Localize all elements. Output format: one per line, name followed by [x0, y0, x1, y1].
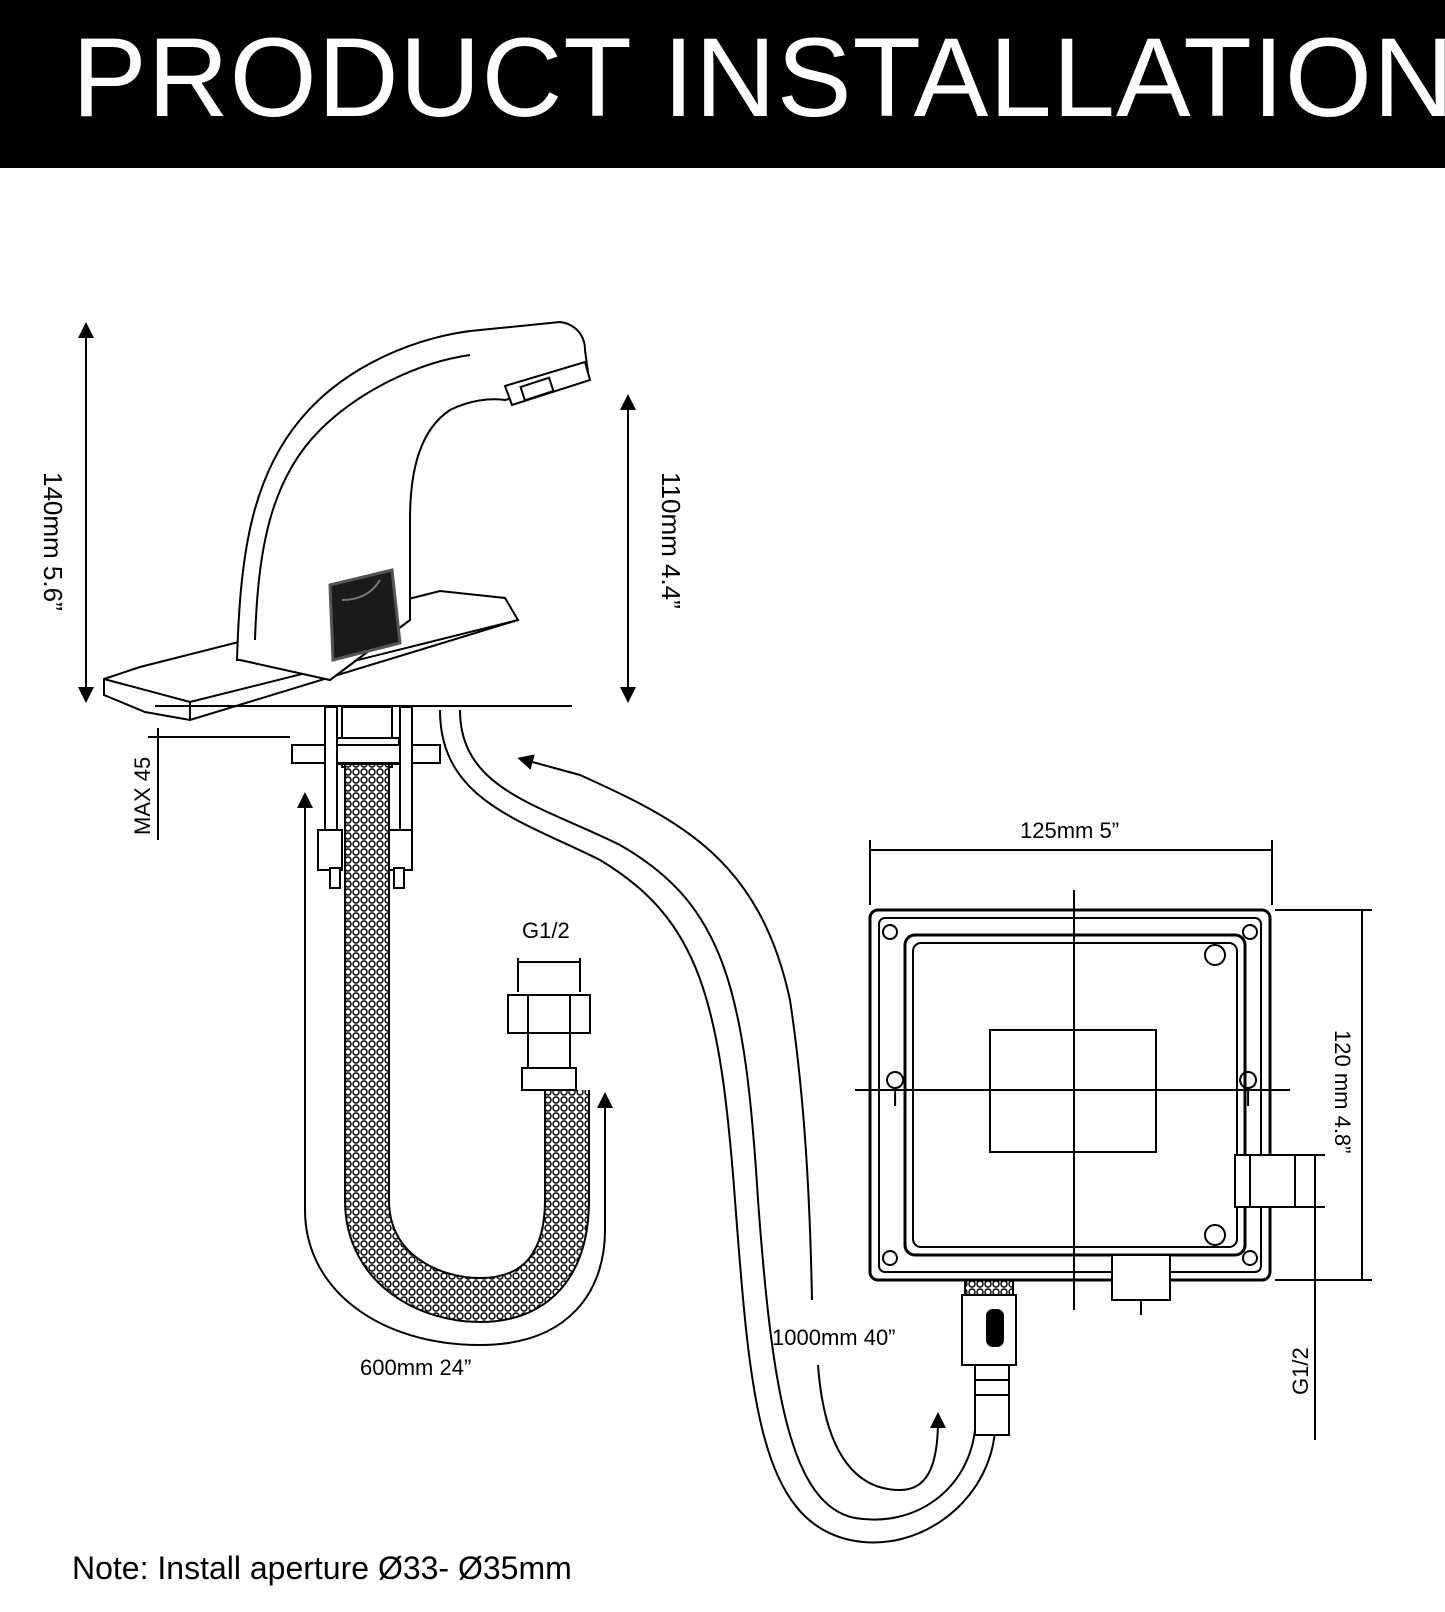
cable-connector [961, 1264, 1017, 1436]
max-deck-label: MAX 45 [130, 757, 155, 835]
sensor-cable [439, 709, 996, 1544]
box-height-dimension [1275, 909, 1372, 1281]
cable-length-label: 1000mm 40” [772, 1325, 896, 1350]
box-width-label: 125mm 5” [1020, 818, 1119, 843]
hose-length-dimension [297, 792, 613, 1347]
hose-thread-label: G1/2 [522, 918, 570, 943]
hose-fitting [507, 994, 591, 1091]
control-box [855, 890, 1296, 1315]
hose-thread-dimension [517, 958, 581, 992]
faucet-drawing [103, 320, 592, 722]
height-dimensions [78, 322, 636, 840]
braided-hose [344, 765, 590, 1324]
spout-height-label: 110mm 4.4” [656, 472, 686, 609]
box-thread-label: G1/2 [1288, 1347, 1313, 1395]
box-height-label: 120 mm 4.8” [1330, 1030, 1355, 1154]
box-width-dimension [869, 840, 1273, 905]
cable-length-dimension [517, 754, 946, 1492]
install-note: Note: Install aperture Ø33- Ø35mm [72, 1550, 572, 1586]
page-title: PRODUCT INSTALLATION [72, 15, 1445, 140]
hose-length-label: 600mm 24” [360, 1355, 471, 1380]
header-bar: PRODUCT INSTALLATION [0, 0, 1445, 168]
box-thread-dimension [1290, 1154, 1325, 1440]
total-height-label: 140mm 5.6” [38, 472, 68, 611]
